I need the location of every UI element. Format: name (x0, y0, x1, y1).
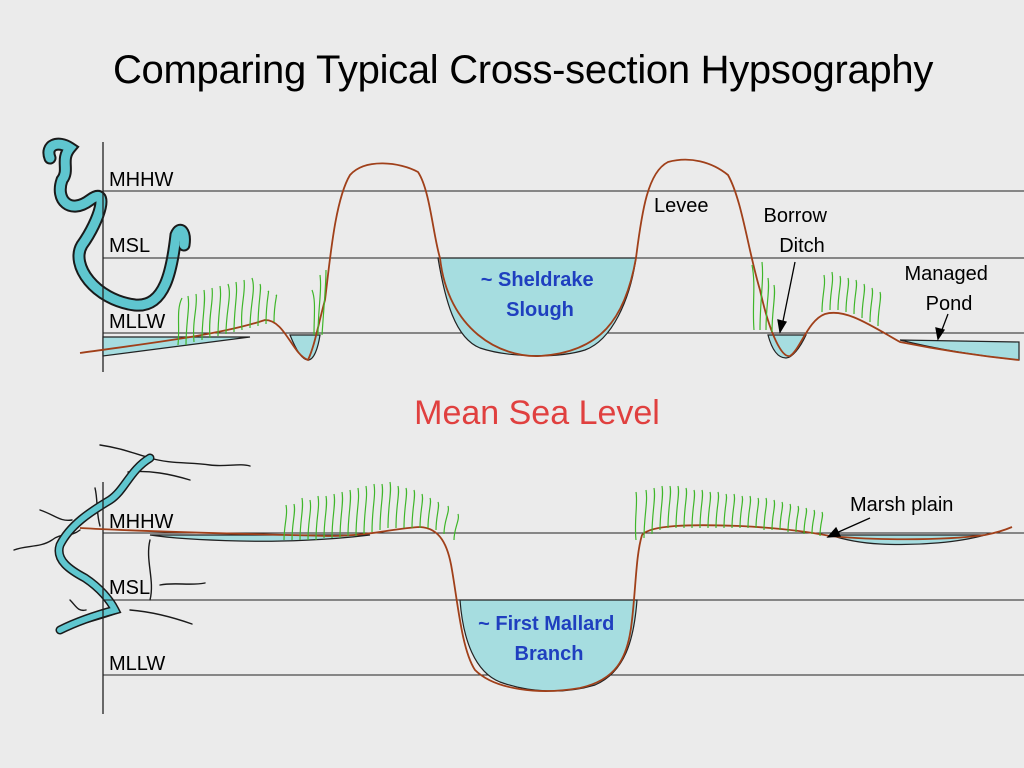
top-river-icon (42, 137, 191, 312)
top-mhhw-label: MHHW (109, 169, 174, 191)
top-msl-label: MSL (109, 235, 150, 257)
top-mllw-label: MLLW (109, 311, 165, 333)
bottom-mllw-label: MLLW (109, 653, 165, 675)
top-cross-section: MHHW MSL MLLW ~ Sheldrake Slough Levee (42, 137, 1024, 372)
slide-title: Comparing Typical Cross-section Hypsogra… (112, 48, 934, 92)
bottom-water (149, 534, 986, 692)
managed-pond-label: Managed Pond (905, 263, 994, 315)
bottom-vegetation (283, 481, 824, 541)
bottom-cross-section: MHHW MSL MLLW ~ First Mallard Branch Mar… (13, 444, 1024, 714)
mean-sea-level-caption: Mean Sea Level (414, 394, 660, 432)
top-channel-label: ~ Sheldrake Slough (481, 269, 599, 321)
managed-pond-water (899, 339, 1020, 361)
bottom-msl-label: MSL (109, 577, 150, 599)
top-vegetation (177, 261, 882, 346)
left-marsh-pond-water (149, 534, 371, 542)
left-mudflat-water (102, 336, 251, 357)
borrow-ditch-water (767, 334, 807, 359)
top-ground-profile (79, 158, 1020, 362)
borrow-ditch-arrowhead (777, 319, 788, 334)
managed-pond-arrowhead (935, 327, 946, 341)
marsh-plain-arrow (826, 517, 871, 538)
top-callout-arrows (777, 261, 949, 341)
bottom-channel-label: ~ First Mallard Branch (478, 613, 620, 665)
marsh-plain-label: Marsh plain (850, 494, 953, 516)
bottom-mhhw-label: MHHW (109, 511, 174, 533)
levee-label: Levee (654, 195, 709, 217)
bottom-river-icon (13, 444, 251, 635)
borrow-ditch-arrow (781, 261, 796, 327)
borrow-ditch-label: Borrow Ditch (764, 205, 833, 257)
